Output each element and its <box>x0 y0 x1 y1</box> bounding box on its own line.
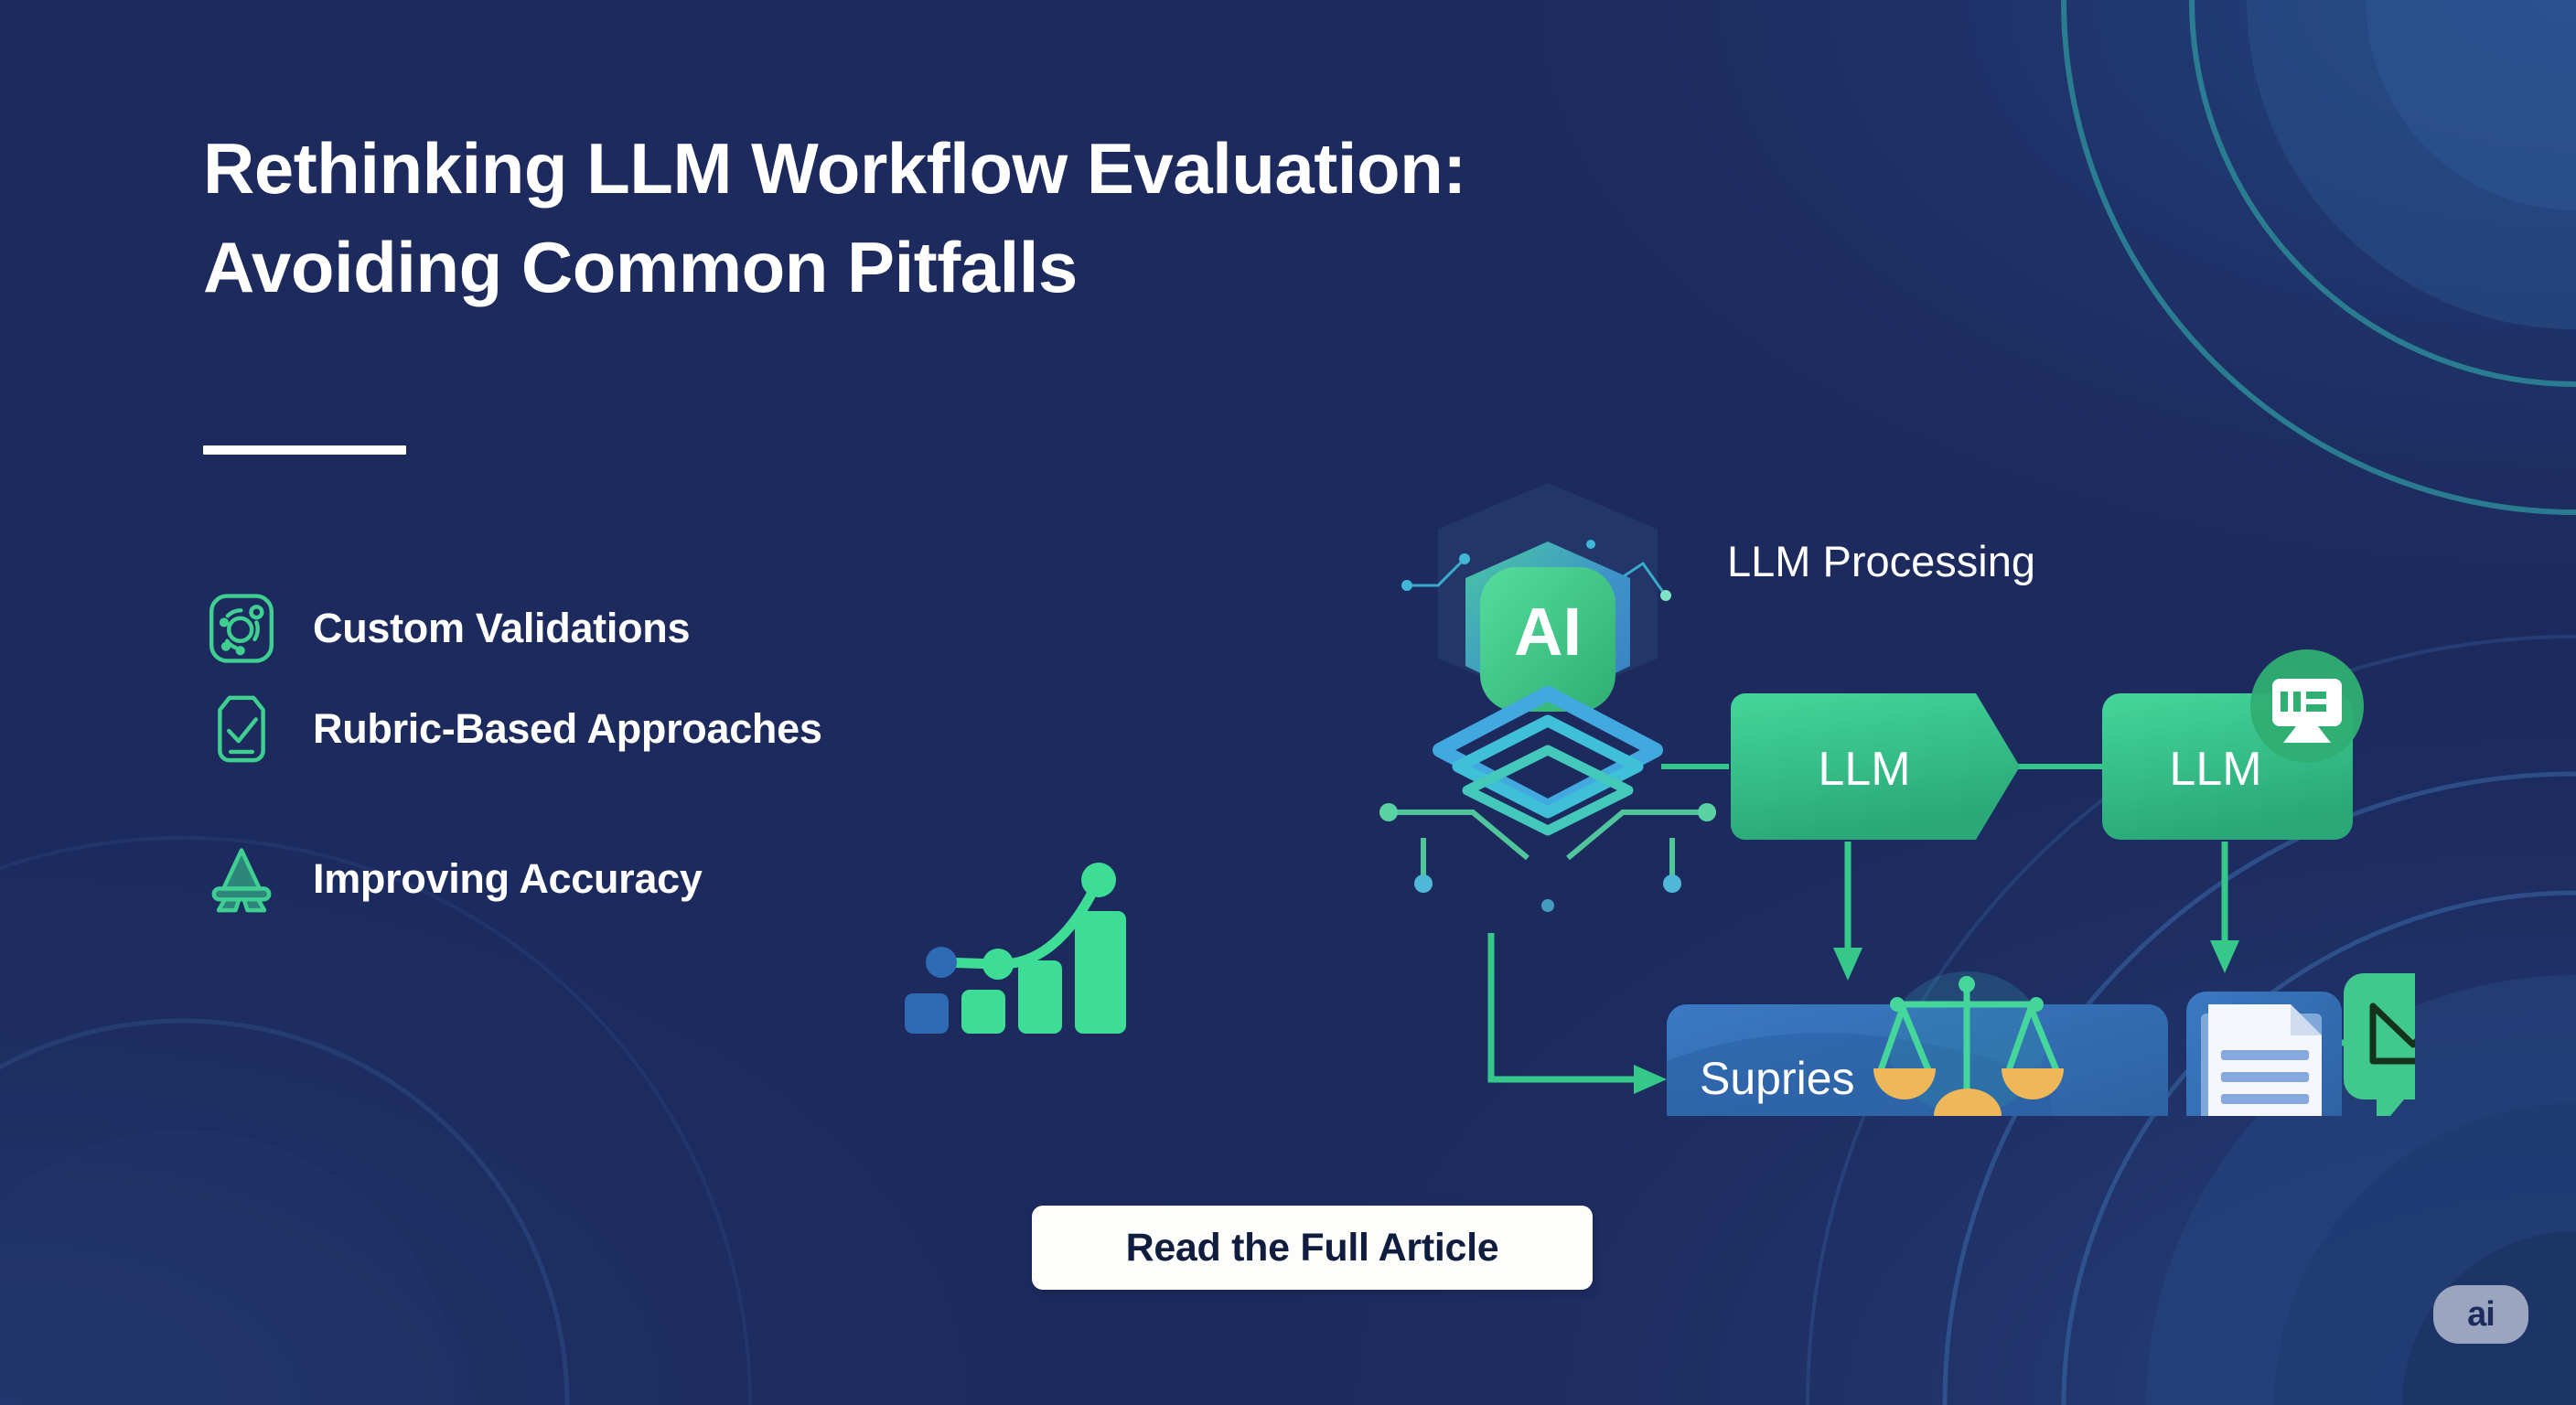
arrow-ai-to-output <box>1487 933 1667 1094</box>
node-llm-1: LLM <box>1731 693 2020 840</box>
ai-chip-assembly: AI <box>1379 483 1716 912</box>
arrow-llm2-to-mail <box>2210 842 2239 973</box>
cone-anvil-icon <box>211 848 272 913</box>
section-label: LLM Processing <box>1727 537 2035 585</box>
node-document <box>2186 992 2371 1116</box>
ai-badge <box>1480 567 1615 712</box>
arrow-llm1-to-output <box>1833 842 1862 981</box>
chip-stack-icon <box>1433 686 1663 836</box>
trend-point-2 <box>982 949 1014 980</box>
list-item: Improving Accuracy <box>203 841 1209 917</box>
scales-of-justice-icon <box>1873 971 2064 1116</box>
page-title-line-2: Avoiding Common Pitfalls <box>203 227 1078 307</box>
node-output-label: Supries <box>1700 1053 1855 1104</box>
list-item: Custom Validations <box>203 590 1209 667</box>
growth-bar-chart <box>905 863 1126 1034</box>
checked-tag-icon <box>218 695 265 763</box>
bar-1 <box>905 993 949 1034</box>
screen-monitor-icon <box>2250 649 2364 763</box>
list-item-label: Rubric-Based Approaches <box>313 705 822 752</box>
read-full-article-button[interactable]: Read the Full Article <box>1032 1206 1593 1290</box>
feature-list: Custom Validations Rubric-Based Approach… <box>203 590 1209 917</box>
node-output-supries: Supries <box>1667 971 2168 1116</box>
list-item-label: Improving Accuracy <box>313 855 703 902</box>
page-title: Rethinking LLM Workflow Evaluation: Avoi… <box>203 133 2261 303</box>
bar-3 <box>1018 960 1062 1034</box>
atom-orbit-icon <box>209 594 274 663</box>
trend-point-1 <box>926 947 957 978</box>
corner-arcs-bottom-left <box>0 836 752 1405</box>
list-item: Rubric-Based Approaches <box>203 691 1209 767</box>
bar-4 <box>1075 911 1126 1034</box>
ai-logo-badge[interactable]: ai <box>2433 1285 2528 1344</box>
corner-blob-bottom-left <box>0 1131 457 1405</box>
mail-speech-bubble-icon <box>2344 973 2415 1116</box>
list-item-label: Custom Validations <box>313 605 691 651</box>
bar-2 <box>961 990 1005 1034</box>
trend-point-3 <box>1081 863 1116 897</box>
title-underline-rule <box>203 445 406 455</box>
trend-line <box>936 878 1102 970</box>
node-llm-2-label: LLM <box>2169 743 2261 796</box>
ai-badge-label: AI <box>1514 594 1582 670</box>
llm-workflow-illustration: AI LLM Processing <box>1379 483 2415 1116</box>
node-llm-2: LLM <box>2102 649 2364 840</box>
page-title-line-1: Rethinking LLM Workflow Evaluation: <box>203 128 1466 209</box>
corner-blob-top-right <box>2247 0 2576 329</box>
node-llm-1-label: LLM <box>1818 743 1910 796</box>
circuit-traces-bottom <box>1390 810 1705 878</box>
